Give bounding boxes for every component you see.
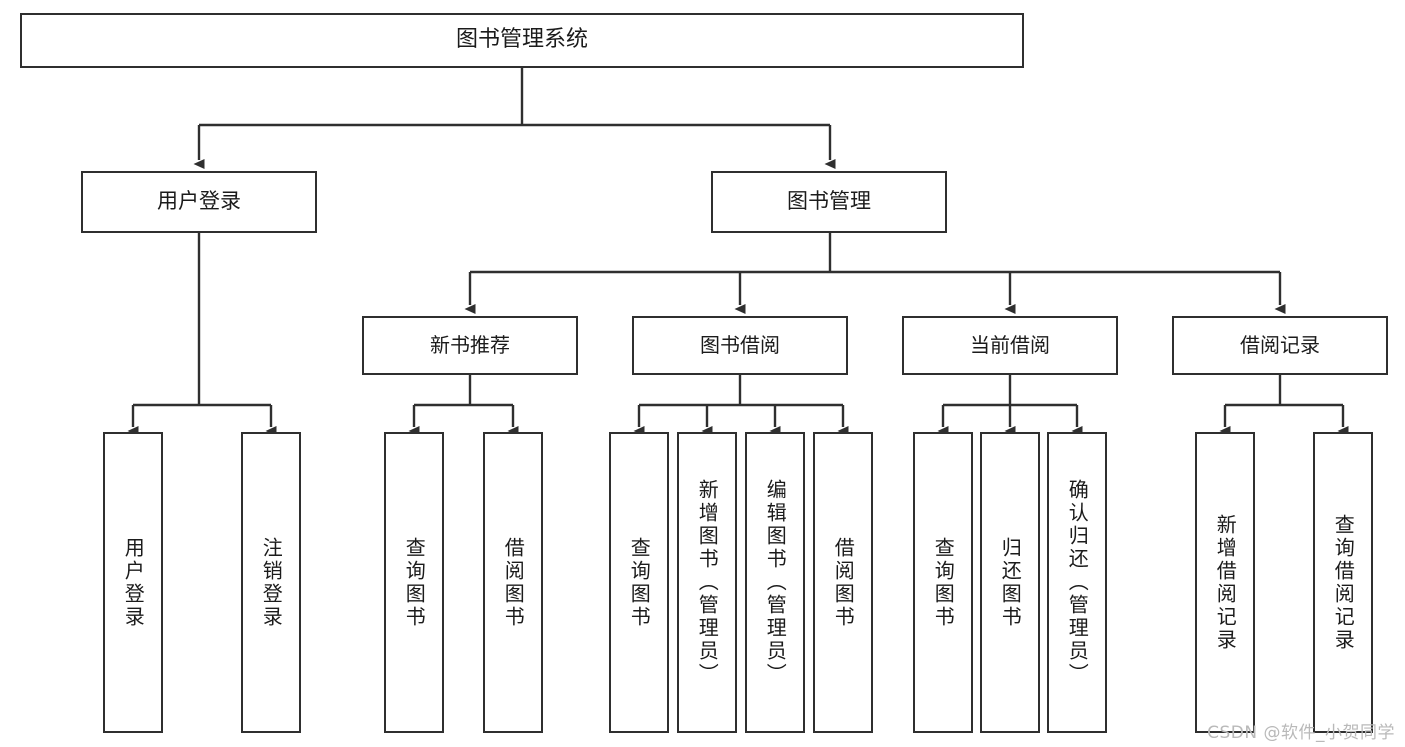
- node-borrow-record[interactable]: 借阅记录: [1172, 316, 1388, 375]
- leaf-borrow-book-label: 借阅图书: [831, 536, 856, 629]
- node-borrow-record-label: 借阅记录: [1240, 333, 1320, 358]
- leaf-return-book[interactable]: 归还图书: [980, 432, 1040, 733]
- leaf-edit-book-admin-label: 编辑图书（管理员）: [763, 479, 788, 686]
- leaf-borrow-book[interactable]: 借阅图书: [813, 432, 873, 733]
- leaf-query-borrow-record-label: 查询借阅记录: [1331, 513, 1356, 652]
- leaf-edit-book-admin[interactable]: 编辑图书（管理员）: [745, 432, 805, 733]
- node-user-login-label: 用户登录: [157, 189, 241, 214]
- leaf-user-login-label: 用户登录: [121, 536, 146, 629]
- node-book-management-label: 图书管理: [787, 189, 871, 214]
- leaf-add-book-admin-label: 新增图书（管理员）: [695, 479, 720, 686]
- node-new-book-recommend[interactable]: 新书推荐: [362, 316, 578, 375]
- leaf-query-book-borrow-label: 查询图书: [627, 536, 652, 629]
- node-current-borrow[interactable]: 当前借阅: [902, 316, 1118, 375]
- leaf-query-book-current[interactable]: 查询图书: [913, 432, 973, 733]
- leaf-confirm-return-admin[interactable]: 确认归还（管理员）: [1047, 432, 1107, 733]
- leaf-add-book-admin[interactable]: 新增图书（管理员）: [677, 432, 737, 733]
- leaf-query-book-recommend[interactable]: 查询图书: [384, 432, 444, 733]
- node-book-borrow-label: 图书借阅: [700, 333, 780, 358]
- node-new-book-recommend-label: 新书推荐: [430, 333, 510, 358]
- leaf-query-book-current-label: 查询图书: [931, 536, 956, 629]
- node-root[interactable]: 图书管理系统: [20, 13, 1024, 68]
- node-user-login[interactable]: 用户登录: [81, 171, 317, 233]
- leaf-borrow-book-recommend-label: 借阅图书: [501, 536, 526, 629]
- leaf-borrow-book-recommend[interactable]: 借阅图书: [483, 432, 543, 733]
- leaf-confirm-return-admin-label: 确认归还（管理员）: [1065, 479, 1090, 686]
- leaf-logout-label: 注销登录: [259, 536, 284, 629]
- leaf-return-book-label: 归还图书: [998, 536, 1023, 629]
- node-current-borrow-label: 当前借阅: [970, 333, 1050, 358]
- leaf-add-borrow-record[interactable]: 新增借阅记录: [1195, 432, 1255, 733]
- node-root-label: 图书管理系统: [455, 27, 588, 53]
- node-book-management[interactable]: 图书管理: [711, 171, 947, 233]
- leaf-query-book-recommend-label: 查询图书: [402, 536, 427, 629]
- leaf-logout[interactable]: 注销登录: [241, 432, 301, 733]
- leaf-query-book-borrow[interactable]: 查询图书: [609, 432, 669, 733]
- node-book-borrow[interactable]: 图书借阅: [632, 316, 848, 375]
- leaf-user-login[interactable]: 用户登录: [103, 432, 163, 733]
- watermark: CSDN @软件_小贺同学: [1207, 723, 1395, 743]
- leaf-add-borrow-record-label: 新增借阅记录: [1213, 513, 1238, 652]
- leaf-query-borrow-record[interactable]: 查询借阅记录: [1313, 432, 1373, 733]
